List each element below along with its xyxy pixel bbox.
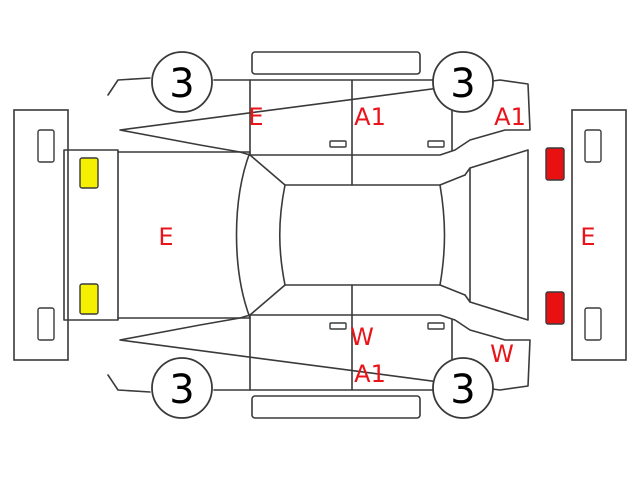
damage-code-rear-quarter-left: A1	[494, 103, 526, 131]
damage-code-front-door-left: E	[248, 103, 263, 131]
damage-code-rear-quarter-right: W	[490, 340, 514, 368]
svg-text:3: 3	[169, 61, 194, 107]
wheel-front-right: 3	[151, 357, 213, 419]
damage-code-hood: E	[158, 223, 173, 251]
svg-text:3: 3	[450, 61, 475, 107]
wheel-rear-right: 3	[432, 357, 494, 419]
front-bumper	[13, 109, 69, 361]
damage-code-rear-door-left: A1	[354, 103, 386, 131]
front-left-lamp	[79, 157, 99, 189]
damage-code-door-right-lower: A1	[354, 360, 386, 388]
rear-bumper	[571, 109, 627, 361]
front-right-lamp	[79, 283, 99, 315]
side-skirt-bottom	[251, 395, 421, 419]
side-profile-top	[107, 77, 531, 186]
wheel-front-left: 3	[151, 51, 213, 113]
side-skirt-top	[251, 51, 421, 75]
svg-text:3: 3	[169, 367, 194, 413]
svg-text:3: 3	[450, 367, 475, 413]
side-profile-bottom	[107, 284, 531, 393]
top-view-body	[63, 149, 529, 321]
wheel-rear-left: 3	[432, 51, 494, 113]
damage-code-rear-bumper: E	[580, 223, 595, 251]
damage-code-door-right-upper: W	[350, 323, 374, 351]
rear-right-lamp	[545, 291, 565, 325]
rear-left-lamp	[545, 147, 565, 181]
